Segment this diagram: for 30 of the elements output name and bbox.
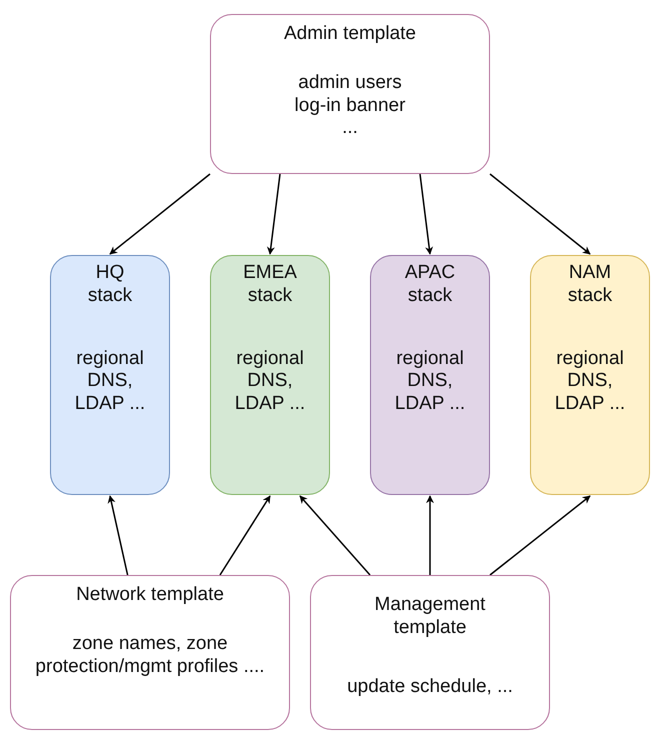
rounded-box bbox=[310, 575, 550, 730]
box-body-text: regional DNS, LDAP ... bbox=[234, 348, 306, 416]
arrow bbox=[419, 174, 434, 255]
box-body-text: zone names, zone protection/mgmt profiles .... bbox=[34, 632, 266, 678]
arrow bbox=[490, 495, 591, 576]
box-body-text: regional DNS, LDAP ... bbox=[554, 348, 626, 416]
rounded-box bbox=[530, 255, 650, 495]
arrow bbox=[266, 174, 281, 255]
arrow bbox=[219, 495, 271, 576]
arrow bbox=[299, 495, 371, 576]
box-heading: APAC stack bbox=[404, 262, 456, 308]
box-heading: NAM stack bbox=[566, 262, 614, 308]
arrow bbox=[109, 173, 210, 255]
box-body-text: regional DNS, LDAP ... bbox=[394, 348, 466, 416]
rounded-box bbox=[210, 14, 490, 174]
arrow bbox=[490, 173, 591, 255]
box-heading: Network template bbox=[75, 584, 225, 607]
box-body-text: update schedule, ... bbox=[346, 676, 514, 698]
box-heading: Management template bbox=[374, 594, 486, 640]
box-body-text: regional DNS, LDAP ... bbox=[74, 348, 146, 416]
box-heading: EMEA stack bbox=[242, 262, 298, 308]
rounded-box bbox=[10, 575, 290, 730]
arrow bbox=[108, 495, 128, 576]
rounded-box bbox=[50, 255, 170, 495]
box-body-text: admin users log-in banner ... bbox=[294, 72, 406, 140]
box-heading: HQ stack bbox=[86, 262, 134, 308]
box-heading: Admin template bbox=[282, 23, 417, 46]
rounded-box bbox=[370, 255, 490, 495]
rounded-box bbox=[210, 255, 330, 495]
arrow bbox=[426, 495, 434, 575]
